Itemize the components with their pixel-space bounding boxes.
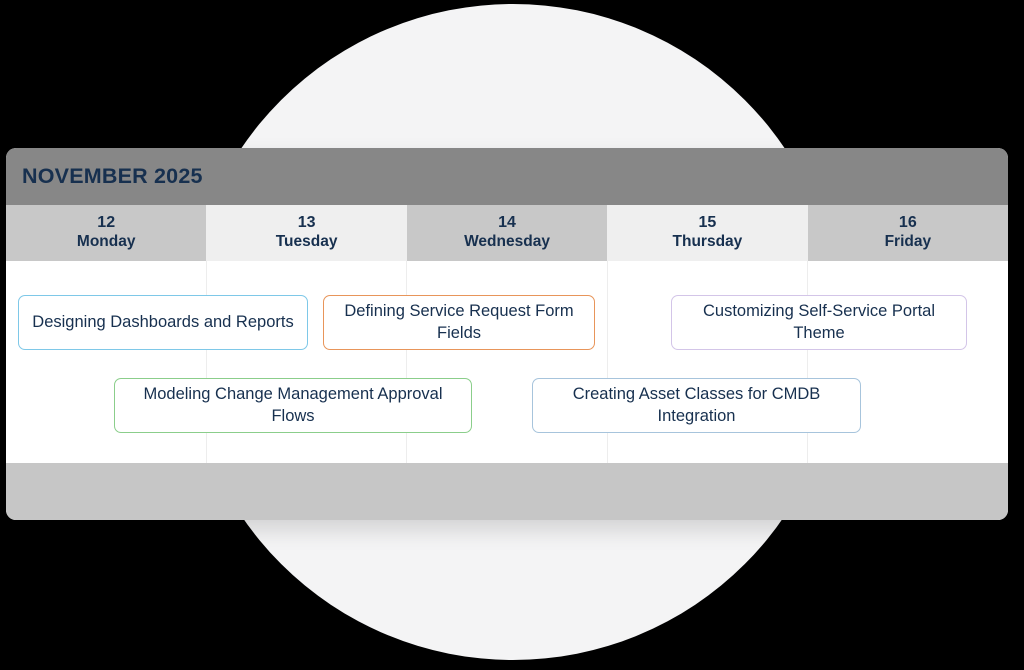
- event-card[interactable]: Modeling Change Management Approval Flow…: [114, 378, 472, 433]
- event-title: Creating Asset Classes for CMDB Integrat…: [572, 385, 821, 425]
- month-header-bar: NOVEMBER 2025: [6, 148, 1008, 205]
- day-number: 16: [898, 214, 917, 232]
- event-title: Designing Dashboards and Reports: [32, 312, 294, 331]
- event-title: Modeling Change Management Approval Flow…: [143, 385, 443, 425]
- calendar-footer-bar: [6, 463, 1008, 520]
- event-card[interactable]: Creating Asset Classes for CMDB Integrat…: [532, 378, 861, 433]
- calendar-grid-body: Designing Dashboards and Reports Defining…: [6, 261, 1008, 464]
- day-name: Tuesday: [275, 233, 338, 251]
- day-number: 15: [698, 214, 717, 232]
- day-number: 12: [97, 214, 116, 232]
- month-title: NOVEMBER 2025: [22, 164, 203, 188]
- day-number: 13: [297, 214, 316, 232]
- day-name: Friday: [884, 233, 932, 251]
- day-name: Monday: [76, 233, 136, 251]
- day-name: Thursday: [672, 233, 743, 251]
- day-name: Wednesday: [464, 233, 550, 251]
- event-card[interactable]: Customizing Self-Service Portal Theme: [671, 295, 967, 350]
- event-title: Defining Service Request Form Fields: [344, 302, 574, 342]
- event-title: Customizing Self-Service Portal Theme: [703, 302, 935, 342]
- event-card[interactable]: Defining Service Request Form Fields: [323, 295, 595, 350]
- event-card[interactable]: Designing Dashboards and Reports: [18, 295, 308, 350]
- day-number: 14: [498, 214, 516, 232]
- event-layer: Designing Dashboards and Reports Defining…: [6, 261, 1008, 464]
